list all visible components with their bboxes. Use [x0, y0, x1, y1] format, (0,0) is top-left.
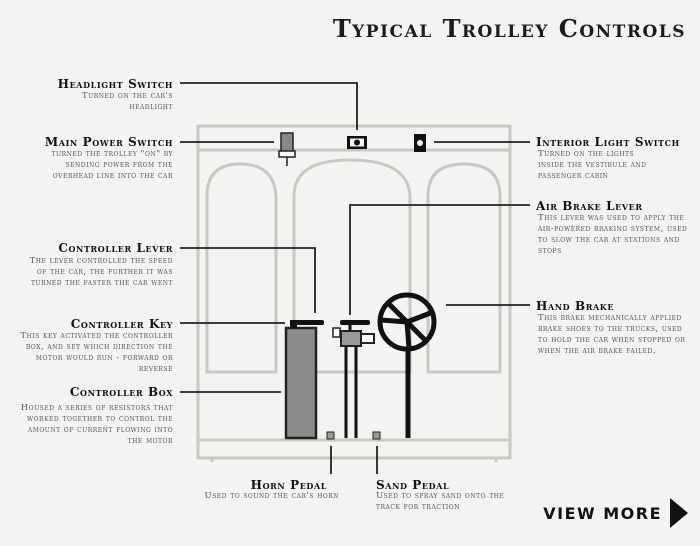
connector-lines: [180, 82, 530, 474]
controller-lever-connector: [180, 247, 316, 313]
trolley-front-outline: [196, 124, 512, 462]
air-brake-group: [332, 320, 375, 438]
interior-light-switch-desc: Turned on the lights inside the vestibul…: [538, 149, 647, 181]
horn-pedal-desc: Used to sound the car's horn: [204, 491, 339, 501]
headlight-switch-desc: Turned on the car's headlight: [82, 91, 173, 112]
controller-box-body: [284, 326, 318, 440]
view-more-button[interactable]: VIEW MORE: [543, 498, 688, 528]
hand-brake-wheel: [377, 292, 437, 438]
main-power-switch-desc: turned the trolley "on" by sending power…: [51, 149, 173, 181]
sand-pedal: [372, 431, 381, 440]
headlight-connector: [180, 82, 358, 130]
controller-box-label: Controller Box: [69, 385, 173, 399]
interior-light-switch-label: Interior Light Switch: [536, 135, 680, 149]
controller-key-knob: [290, 320, 297, 328]
main-power-switch-label: Main Power Switch: [44, 135, 173, 149]
hand-brake-label: Hand Brake: [536, 299, 615, 313]
controller-key-desc: This key activated the controller box, a…: [20, 331, 173, 374]
sand-pedal-label: Sand Pedal: [376, 478, 450, 492]
controller-lever-arm: [296, 320, 324, 325]
arrow-right-icon: [670, 498, 688, 528]
controller-box-desc: Housed a series of resistors that worked…: [20, 403, 173, 446]
air-brake-lever-desc: This lever was used to apply the air-pow…: [538, 213, 688, 256]
hand-brake-desc: This brake mechanically applied brake sh…: [538, 313, 686, 356]
horn-pedal: [326, 431, 335, 440]
interior-light-switch: [414, 134, 426, 152]
sand-pedal-desc: Used to spray sand onto the track for tr…: [376, 491, 505, 512]
view-more-label: VIEW MORE: [543, 503, 662, 523]
controller-box-group: [284, 320, 324, 440]
air-brake-connector: [349, 204, 530, 315]
air-brake-lever-label: Air Brake Lever: [536, 199, 643, 213]
headlight-switch: [347, 136, 367, 149]
horn-pedal-label: Horn Pedal: [250, 478, 327, 492]
controller-key-label: Controller Key: [70, 317, 173, 331]
headlight-switch-label: Headlight Switch: [57, 77, 173, 91]
controller-lever-desc: The lever controlled the speed of the ca…: [29, 256, 173, 288]
controller-lever-label: Controller Lever: [58, 241, 173, 255]
page-title: Typical Trolley Controls: [332, 14, 686, 43]
main-power-switch: [278, 132, 296, 166]
